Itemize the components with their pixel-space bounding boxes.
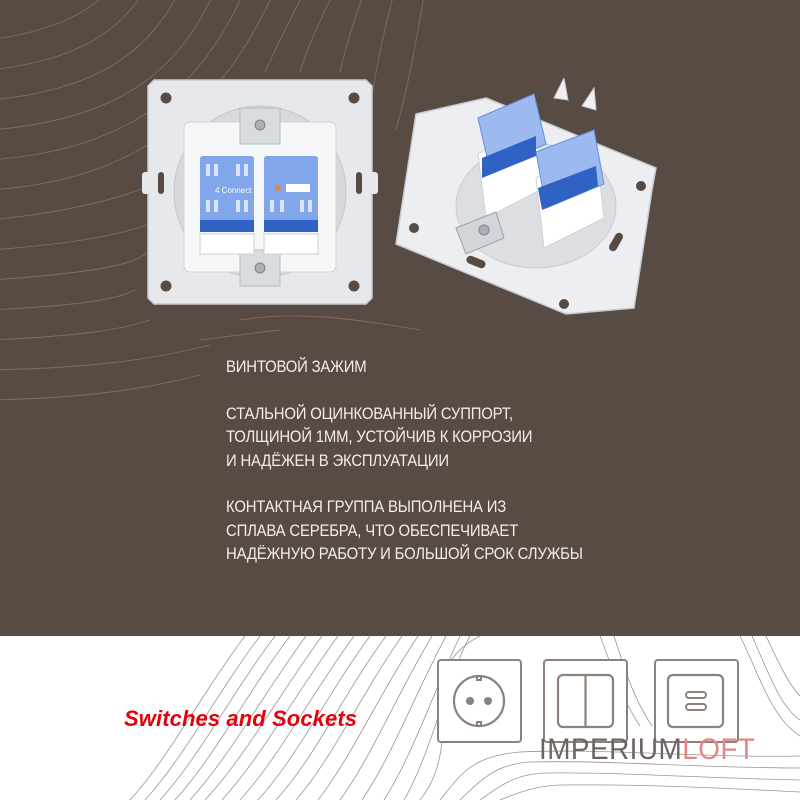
- feature-text: Стальной оцинкованный суппорт,: [226, 404, 513, 423]
- contour-lines-decoration: [129, 636, 800, 800]
- feature-text: толщиной 1мм, устойчив к коррозии: [226, 428, 533, 446]
- feature-text: Винтовой зажим: [226, 358, 367, 376]
- feature-silver-contacts: Контактная группа выполнена из сплава се…: [226, 496, 612, 567]
- product-panel: 4 Connect Винтовой зажим Стальной оцинко…: [0, 0, 800, 636]
- product-image-angled: [395, 78, 657, 315]
- double-switch-icon: [543, 659, 628, 743]
- feature-list: Винтовой зажим Стальной оцинкованный суп…: [226, 356, 612, 590]
- feature-steel-support: Стальной оцинкованный суппорт, толщиной …: [226, 403, 612, 474]
- footer-banner: Switches and Sockets IMPERIUMLOFT: [0, 636, 800, 800]
- feature-screw-terminal: Винтовой зажим: [226, 356, 612, 380]
- usb-charger-icon: [654, 659, 739, 743]
- feature-text: надёжную работу и большой срок службы: [226, 545, 583, 563]
- feature-text: сплава серебра, что обеспечивает: [226, 521, 519, 540]
- brand-logo-part1: IMPERIUM: [539, 733, 683, 766]
- product-image-front: 4 Connect: [142, 79, 378, 305]
- brand-logo: IMPERIUMLOFT: [539, 734, 755, 766]
- brand-logo-part2: LOFT: [682, 733, 756, 766]
- svg-text:4 Connect: 4 Connect: [215, 186, 252, 195]
- tagline: Switches and Sockets: [124, 706, 358, 731]
- feature-text: и надёжен в эксплуатации: [226, 451, 449, 470]
- socket-icon: [437, 659, 522, 743]
- feature-text: Контактная группа выполнена из: [226, 498, 507, 516]
